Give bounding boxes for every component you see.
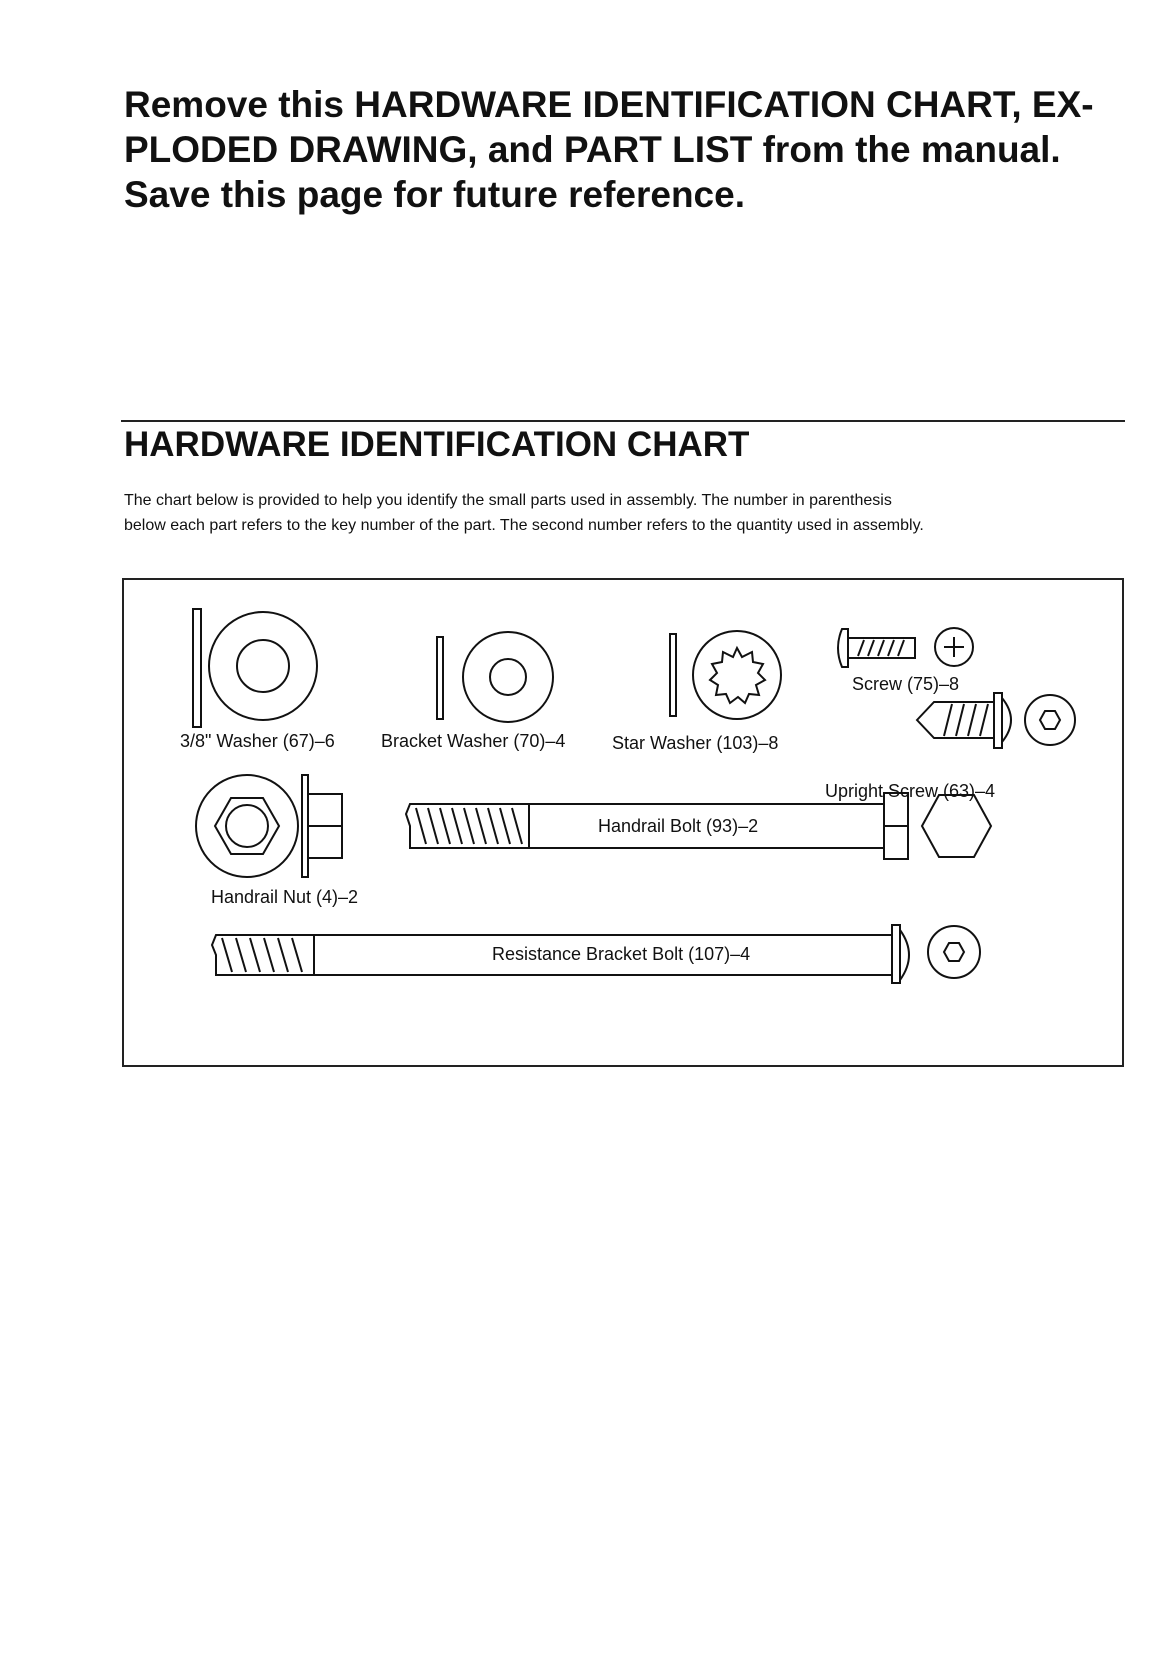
washer-38-side-view <box>192 608 202 728</box>
screw-head-end-view <box>934 627 974 667</box>
resistance-bracket-bolt-head <box>899 929 910 981</box>
hardware-chart-box: 3/8" Washer (67)–6 Bracket Washer (70)–4… <box>122 578 1124 1067</box>
screw-head <box>837 628 849 668</box>
bracket-washer-outer-ring <box>462 631 554 723</box>
handrail-nut-flange-ring <box>195 774 299 878</box>
upright-screw-head <box>1001 697 1012 743</box>
screw-label: Screw (75)–8 <box>852 674 960 694</box>
upright-screw-flange <box>993 692 1003 749</box>
washer-38-label: 3/8" Washer (67)–6 <box>180 731 335 751</box>
resistance-bracket-bolt-end-view <box>927 925 981 979</box>
hardware-drawings <box>192 608 1076 984</box>
chart-title: HARDWARE IDENTIFICATION CHART <box>124 425 750 464</box>
star-washer-outer-ring <box>692 630 782 720</box>
star-washer-label: Star Washer (103)–8 <box>612 733 779 753</box>
handrail-bolt-drawing <box>404 792 993 860</box>
washer-38-outer-ring <box>208 611 318 721</box>
page-heading: Remove this HARDWARE IDENTIFICATION CHAR… <box>124 82 1124 217</box>
upright-screw-hex-socket <box>1038 710 1062 730</box>
description-line-1: The chart below is provided to help you … <box>124 492 892 509</box>
upright-screw-drawing <box>915 692 1076 749</box>
upright-screw-end-view <box>1024 694 1076 746</box>
upright-screw-shank <box>915 701 995 739</box>
handrail-nut-hex <box>213 797 281 855</box>
bracket-washer-side-view <box>436 636 444 720</box>
bracket-washer-hole <box>489 658 527 696</box>
section-divider <box>121 420 1125 422</box>
handrail-bolt-label: Handrail Bolt (93)–2 <box>598 816 759 836</box>
star-washer-side-view <box>669 633 677 717</box>
screw-drawing <box>837 627 974 668</box>
resistance-bracket-bolt-flange <box>891 924 901 984</box>
resistance-bracket-bolt-hex-socket <box>942 942 966 962</box>
heading-line-2: PLODED DRAWING, and PART LIST from the m… <box>124 129 1061 170</box>
resistance-bracket-bolt-label: Resistance Bracket Bolt (107)–4 <box>492 944 751 964</box>
upright-screw-label: Upright Screw (63)–4 <box>825 781 996 801</box>
washer-38-drawing <box>192 608 318 728</box>
handrail-bolt-hex-end-view <box>920 794 993 858</box>
star-washer-drawing <box>669 630 782 720</box>
washer-38-hole <box>236 639 290 693</box>
handrail-nut-label: Handrail Nut (4)–2 <box>211 887 359 907</box>
resistance-bracket-bolt-drawing <box>210 924 981 984</box>
bracket-washer-drawing <box>436 631 554 723</box>
handrail-nut-hole <box>225 804 269 848</box>
screw-shank <box>847 637 916 659</box>
handrail-nut-drawing <box>195 774 343 878</box>
heading-line-1: Remove this HARDWARE IDENTIFICATION CHAR… <box>124 84 1094 125</box>
bracket-washer-label: Bracket Washer (70)–4 <box>381 731 566 751</box>
heading-line-3: Save this page for future reference. <box>124 174 745 215</box>
star-washer-teeth <box>708 645 767 705</box>
chart-description: The chart below is provided to help you … <box>124 488 1134 538</box>
description-line-2: below each part refers to the key number… <box>124 517 924 534</box>
